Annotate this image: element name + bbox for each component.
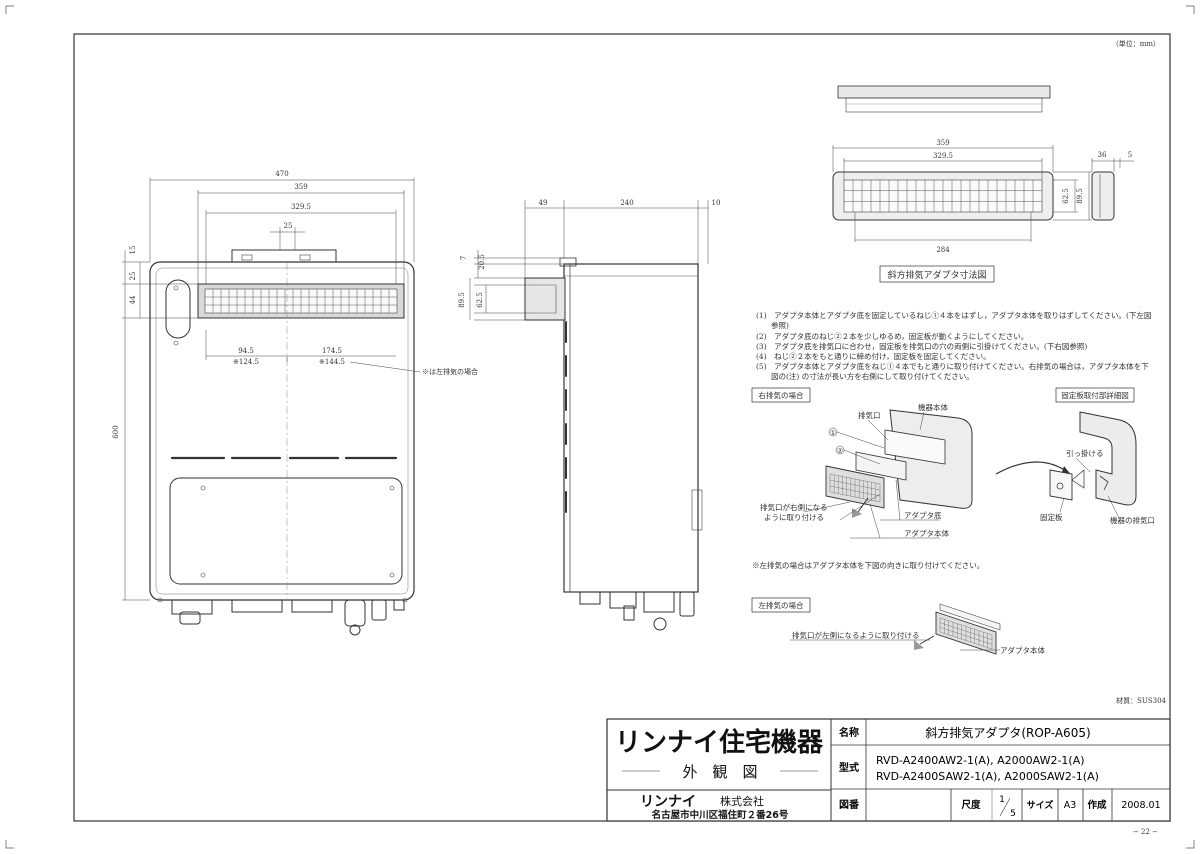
adapter-dim-5: 5 xyxy=(1128,151,1132,159)
dim-94-5: 94.5 xyxy=(238,347,254,355)
instruction-line-7: 図の(注) の寸法が長い方を右側にして取り付けてください。 xyxy=(756,371,974,381)
label-fixing-plate: 固定板 xyxy=(1040,512,1063,522)
dim-25-top: 25 xyxy=(284,222,293,230)
left-exhaust-note: ※左排気の場合はアダプタ本体を下図の向きに取り付けてください。 xyxy=(752,560,984,570)
left-exhaust-diagram: 左排気の場合 排気口が左側になるように取り付ける アダプタ本体 xyxy=(751,597,1045,655)
dim-124-5: ※124.5 xyxy=(233,358,259,366)
company-brand: リンナイ xyxy=(640,794,696,810)
size-label: サイズ xyxy=(1027,799,1054,811)
adapter-dim-329-5: 329.5 xyxy=(933,152,953,160)
sheet-border xyxy=(73,33,1171,822)
instruction-line-6: (5) アダプタ本体とアダプタ底をねじ①４本でもと通りに取り付けてください。右排… xyxy=(756,361,1149,371)
dim-7: 7 xyxy=(460,256,468,260)
page-number: − 22 − xyxy=(1133,828,1158,836)
corner-marks xyxy=(5,5,1195,849)
instruction-line-3: (2) アダプタ底のねじ②２本を少しゆるめ，固定板が動くようにしてください。 xyxy=(756,331,1028,341)
dim-10: 10 xyxy=(712,199,721,207)
adapter-dim-62-5: 62.5 xyxy=(1062,188,1070,204)
dim-49: 49 xyxy=(539,199,548,207)
scale-denominator: 5 xyxy=(1010,809,1016,819)
model-line-1: RVD-A2400AW2-1(A), A2000AW2-1(A) xyxy=(876,754,1085,767)
adapter-dim-284: 284 xyxy=(936,246,950,254)
instruction-line-2: 参照) xyxy=(756,320,789,330)
instruction-line-1: (1) アダプタ本体とアダプタ底を固定しているねじ①４本をはずし，アダプタ本体を… xyxy=(756,310,1151,320)
dim-89-5: 89.5 xyxy=(458,292,466,308)
right-exhaust-heading: 右排気の場合 xyxy=(759,390,804,400)
dim-15: 15 xyxy=(129,246,137,255)
dim-329-5: 329.5 xyxy=(291,203,311,211)
scale-numerator: 1 xyxy=(999,795,1005,805)
label-left-adapter-body: アダプタ本体 xyxy=(1000,645,1045,655)
dim-240: 240 xyxy=(620,199,633,207)
model-line-2: RVD-A2400SAW2-1(A), A2000SAW2-1(A) xyxy=(876,770,1099,783)
adapter-views: 359 329.5 62.5 89.5 284 36 5 斜方排気アダプタ寸法図 xyxy=(832,85,1134,283)
label-exhaust-port: 排気口 xyxy=(858,410,881,420)
label-unit-exhaust-port: 機器の排気口 xyxy=(1110,515,1155,525)
scale-label: 尺度 xyxy=(961,799,981,811)
created-label: 作成 xyxy=(1087,799,1107,811)
drawing-no-label: 図番 xyxy=(839,798,860,811)
label-left-install: 排気口が左側になるように取り付ける xyxy=(792,630,920,640)
front-view: 470 359 329.5 25 15 25 44 600 94.5 ※124.… xyxy=(112,170,478,636)
dim-470: 470 xyxy=(275,170,288,178)
adapter-top-view xyxy=(837,85,1051,99)
dim-600: 600 xyxy=(112,425,120,438)
label-screw-2: ② xyxy=(837,447,843,455)
detail-heading: 固定板取付部詳細図 xyxy=(1061,390,1129,400)
company-suffix: 株式会社 xyxy=(720,794,764,808)
size-value: A3 xyxy=(1064,800,1077,811)
dim-359: 359 xyxy=(294,183,307,191)
dim-144-5: ※144.5 xyxy=(319,358,345,366)
adapter-diagram-title: 斜方排気アダプタ寸法図 xyxy=(887,269,986,281)
dim-174-5: 174.5 xyxy=(322,347,342,355)
label-unit-body: 機器本体 xyxy=(918,402,948,412)
company-address: 名古屋市中川区福住町２番26号 xyxy=(652,809,789,821)
dim-44: 44 xyxy=(129,295,137,304)
label-adapter-base: アダプタ底 xyxy=(904,510,942,520)
adapter-side-view xyxy=(1091,171,1115,221)
left-exhaust-heading: 左排気の場合 xyxy=(759,600,804,610)
material-note: 材質：SUS304 xyxy=(1116,696,1166,705)
label-right-install-2: ように取り付ける xyxy=(764,512,824,522)
adapter-dim-359: 359 xyxy=(936,139,949,147)
instructions: (1) アダプタ本体とアダプタ底を固定しているねじ①４本をはずし，アダプタ本体を… xyxy=(756,310,1151,381)
created-date: 2008.01 xyxy=(1121,800,1160,811)
label-hook: 引っ掛ける xyxy=(1066,448,1104,458)
label-right-install-1: 排気口が右側になる xyxy=(760,502,828,512)
company-title: リンナイ住宅機器 xyxy=(615,727,824,758)
side-view: 49 240 10 7 20.5 89.5 62.5 xyxy=(458,199,721,631)
product-name: 斜方排気アダプタ(ROP-A605) xyxy=(925,725,1090,740)
instruction-line-4: (3) アダプタ底を排気口に合わせ，固定板を排気口の穴の両側に引掛けてください。… xyxy=(756,341,1087,351)
label-screw-1: ① xyxy=(830,429,836,437)
instruction-line-5: (4) ねじ②２本をもと通りに締め付け，固定板を固定してください。 xyxy=(756,351,991,361)
name-label: 名称 xyxy=(839,726,859,739)
adapter-dim-89-5: 89.5 xyxy=(1076,188,1084,204)
mounting-detail-diagram: 固定板取付部詳細図 引っ掛ける 固定板 機器の排気口 xyxy=(1040,387,1155,525)
dim-20-5: 20.5 xyxy=(478,254,486,270)
left-exhaust-callout: ※は左排気の場合 xyxy=(422,367,478,376)
dim-25-side: 25 xyxy=(129,272,137,281)
title-block: リンナイ住宅機器 外 観 図 リンナイ 株式会社 名古屋市中川区福住町２番26号… xyxy=(606,718,1171,822)
unit-note: （単位：mm） xyxy=(1112,39,1160,48)
side-adapter xyxy=(524,277,566,321)
adapter-dim-36: 36 xyxy=(1098,151,1107,159)
dim-62-5: 62.5 xyxy=(476,292,484,308)
label-adapter-body: アダプタ本体 xyxy=(904,528,949,538)
model-label: 型式 xyxy=(839,761,859,774)
drawing-type: 外 観 図 xyxy=(682,763,757,781)
side-body-outline xyxy=(563,263,699,593)
right-exhaust-diagram: 右排気の場合 排気口 機器本体 ① ② 排気口が右側になる ように取り付ける ア… xyxy=(751,387,1072,539)
